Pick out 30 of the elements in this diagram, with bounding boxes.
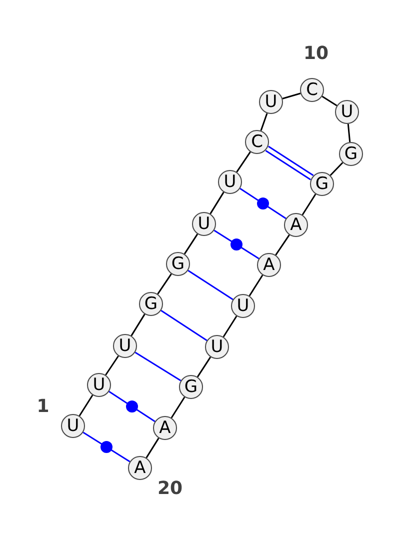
backbone-line <box>275 234 290 256</box>
backbone-line <box>170 396 186 418</box>
backbone-line <box>248 274 264 296</box>
position-number: 20 <box>157 480 183 498</box>
position-number: 1 <box>36 398 50 416</box>
backbone-line <box>157 274 172 294</box>
base-pair-line <box>188 270 234 300</box>
backbone-line <box>130 314 146 336</box>
backbone-line <box>322 96 338 106</box>
base-pair-line <box>240 188 286 220</box>
backbone-line <box>146 438 160 458</box>
backbone-line <box>236 152 251 172</box>
backbone-line <box>210 192 224 214</box>
backbone-line <box>260 113 268 131</box>
position-number: 10 <box>303 45 329 63</box>
base-pair-line <box>82 432 130 462</box>
base-pair-line <box>108 390 156 422</box>
backbone-line <box>184 234 198 254</box>
base-pair-line <box>160 310 208 342</box>
base-pair-line <box>264 146 314 180</box>
backbone-line <box>282 92 301 100</box>
base-pair-line <box>134 352 182 382</box>
backbone-line <box>105 356 119 376</box>
backbone-line <box>330 162 344 176</box>
backbone-line <box>302 194 316 216</box>
base-pair-line <box>214 230 260 260</box>
backbone-line <box>196 356 212 378</box>
backbone-line <box>78 394 94 416</box>
backbone-line <box>347 124 351 142</box>
backbone-line <box>222 316 238 338</box>
